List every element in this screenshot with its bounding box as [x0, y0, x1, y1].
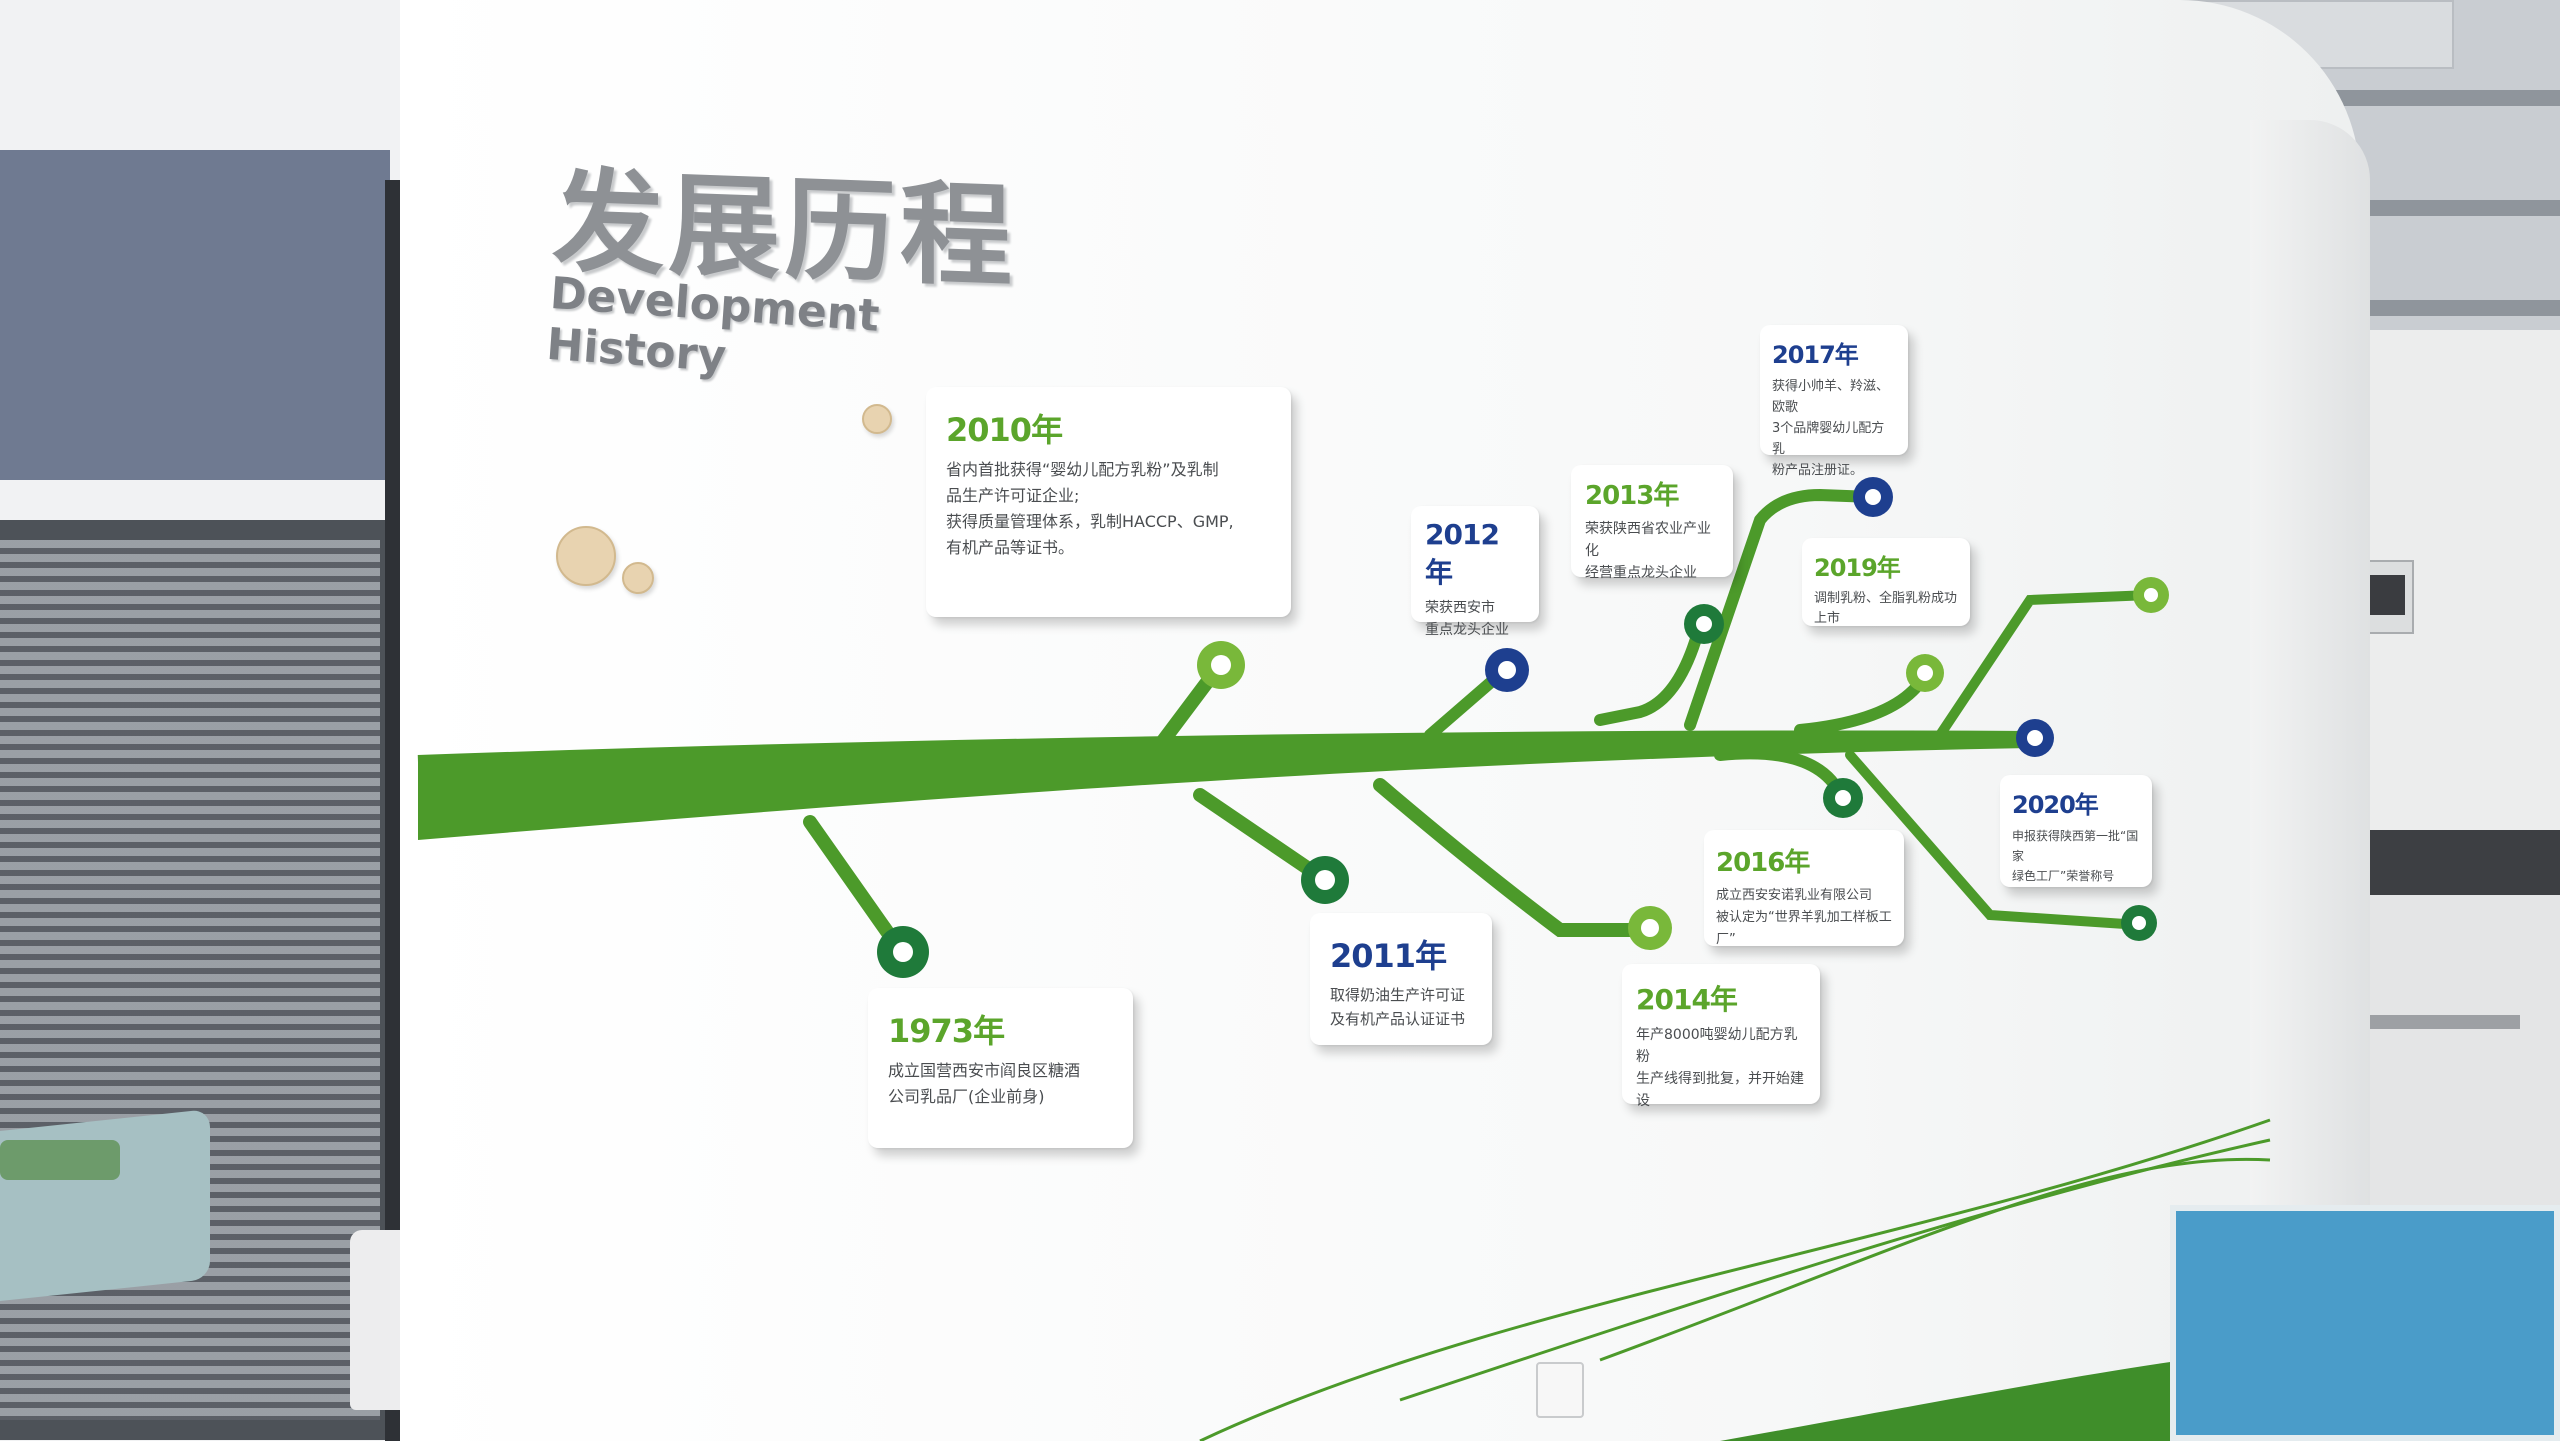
- milestone-year: 2017年: [1772, 341, 1859, 369]
- milestone-card-2011: 2011年 取得奶油生产许可证 及有机产品认证证书: [1310, 913, 1492, 1045]
- left-wall-panel: [0, 150, 390, 480]
- milestone-description: 省内首批获得“婴幼儿配方乳粉”及乳制 品生产许可证企业; 获得质量管理体系，乳制…: [946, 460, 1234, 557]
- milestone-year: 2013年: [1585, 481, 1679, 511]
- milestone-card-2016: 2016年 成立西安安诺乳业有限公司 被认定为“世界羊乳加工样板工厂”: [1704, 830, 1904, 947]
- milestone-card-2013: 2013年 荣获陕西省农业产业化 经营重点龙头企业: [1571, 465, 1733, 581]
- timeline-node-2019: [1906, 654, 1944, 692]
- timeline-trunk-upper-line: [417, 730, 2031, 769]
- milestone-card-2014: 2014年 年产8000吨婴幼儿配方乳粉 生产线得到批复，并开始建设: [1622, 964, 1820, 1109]
- branch-2013: [1594, 619, 1706, 726]
- decorative-wave: [1599, 1157, 2271, 1362]
- decorative-green-base: [1720, 1350, 2270, 1441]
- branch-2014: [1373, 778, 1657, 937]
- branch-top-right: [1935, 590, 2155, 740]
- timeline-trunk: [418, 737, 2030, 840]
- timeline-node-bottom-right: [2121, 905, 2157, 941]
- milestone-year: 2010年: [946, 411, 1063, 449]
- milestone-description: 获得小帅羊、羚滋、欧歌 3个品牌婴幼儿配方乳 粉产品注册证。: [1772, 379, 1890, 478]
- branch-2016: [1714, 747, 1848, 804]
- milestone-description: 年产8000吨婴幼儿配方乳粉 生产线得到批复，并开始建设: [1636, 1027, 1804, 1109]
- milestone-description: 调制乳粉、全脂乳粉成功上市: [1814, 591, 1958, 626]
- milestone-description: 成立西安安诺乳业有限公司 被认定为“世界羊乳加工样板工厂”: [1716, 888, 1892, 947]
- milestone-year: 2020年: [2012, 791, 2099, 819]
- wall-curved-edge: [2250, 120, 2370, 1220]
- milestone-description: 荣获西安市 重点龙头企业: [1425, 600, 1509, 638]
- timeline-node-2010: [1197, 641, 1245, 689]
- timeline-node-2012: [1485, 648, 1529, 692]
- timeline-node-2011: [1301, 856, 1349, 904]
- milestone-description: 成立国营西安市阎良区糖酒 公司乳品厂(企业前身): [888, 1061, 1081, 1106]
- printer-top: [2345, 830, 2560, 895]
- milestone-card-2020: 2020年 申报获得陕西第一批“国家 绿色工厂”荣誉称号: [2000, 775, 2152, 887]
- milestone-year: 1973年: [888, 1012, 1005, 1050]
- milestone-year: 2019年: [1814, 554, 1901, 582]
- branch-1973: [803, 815, 907, 957]
- decorative-dot: [862, 404, 892, 434]
- milestone-year: 2011年: [1330, 937, 1447, 975]
- milestone-description: 申报获得陕西第一批“国家 绿色工厂”荣誉称号: [2012, 829, 2139, 883]
- timeline-node-top-right: [2133, 577, 2169, 613]
- milestone-card-2017: 2017年 获得小帅羊、羚滋、欧歌 3个品牌婴幼儿配方乳 粉产品注册证。: [1760, 325, 1908, 478]
- ceiling-beam: [2320, 200, 2560, 216]
- timeline-node-2017: [1853, 477, 1893, 517]
- ceiling-beam: [2310, 300, 2560, 316]
- timeline-node-2020: [2016, 719, 2054, 757]
- lounge-chair-cushion: [0, 1140, 120, 1180]
- decorative-dot: [556, 526, 616, 586]
- printer-tray: [2370, 1015, 2520, 1029]
- branch-2019: [1794, 669, 1931, 736]
- wall-power-socket: [1536, 1362, 1584, 1418]
- milestone-card-2010: 2010年 省内首批获得“婴幼儿配方乳粉”及乳制 品生产许可证企业; 获得质量管…: [926, 387, 1291, 617]
- milestone-card-1973: 1973年 成立国营西安市阎良区糖酒 公司乳品厂(企业前身): [868, 988, 1133, 1148]
- timeline-node-1973: [877, 926, 929, 978]
- milestone-card-2012: 2012年 荣获西安市 重点龙头企业: [1411, 506, 1539, 638]
- milestone-description: 取得奶油生产许可证 及有机产品认证证书: [1330, 986, 1466, 1028]
- timeline-node-2013: [1684, 604, 1724, 644]
- milestone-year: 2012年: [1425, 518, 1500, 589]
- timeline-node-2016: [1823, 778, 1863, 818]
- decorative-wave: [1199, 1118, 2271, 1441]
- branch-bottom-right: [1845, 750, 2145, 930]
- milestone-card-2019: 2019年 调制乳粉、全脂乳粉成功上市: [1802, 538, 1970, 626]
- branch-2011: [1193, 788, 1332, 887]
- milestone-year: 2016年: [1716, 848, 1810, 878]
- milestone-year: 2014年: [1636, 983, 1738, 1016]
- office-desk-partition: [2170, 1205, 2560, 1441]
- ceiling-beam: [2300, 90, 2560, 106]
- timeline-node-2014: [1628, 906, 1672, 950]
- branch-2017: [1684, 488, 1879, 731]
- decorative-dot: [622, 562, 654, 594]
- milestone-description: 荣获陕西省农业产业化 经营重点龙头企业: [1585, 521, 1711, 581]
